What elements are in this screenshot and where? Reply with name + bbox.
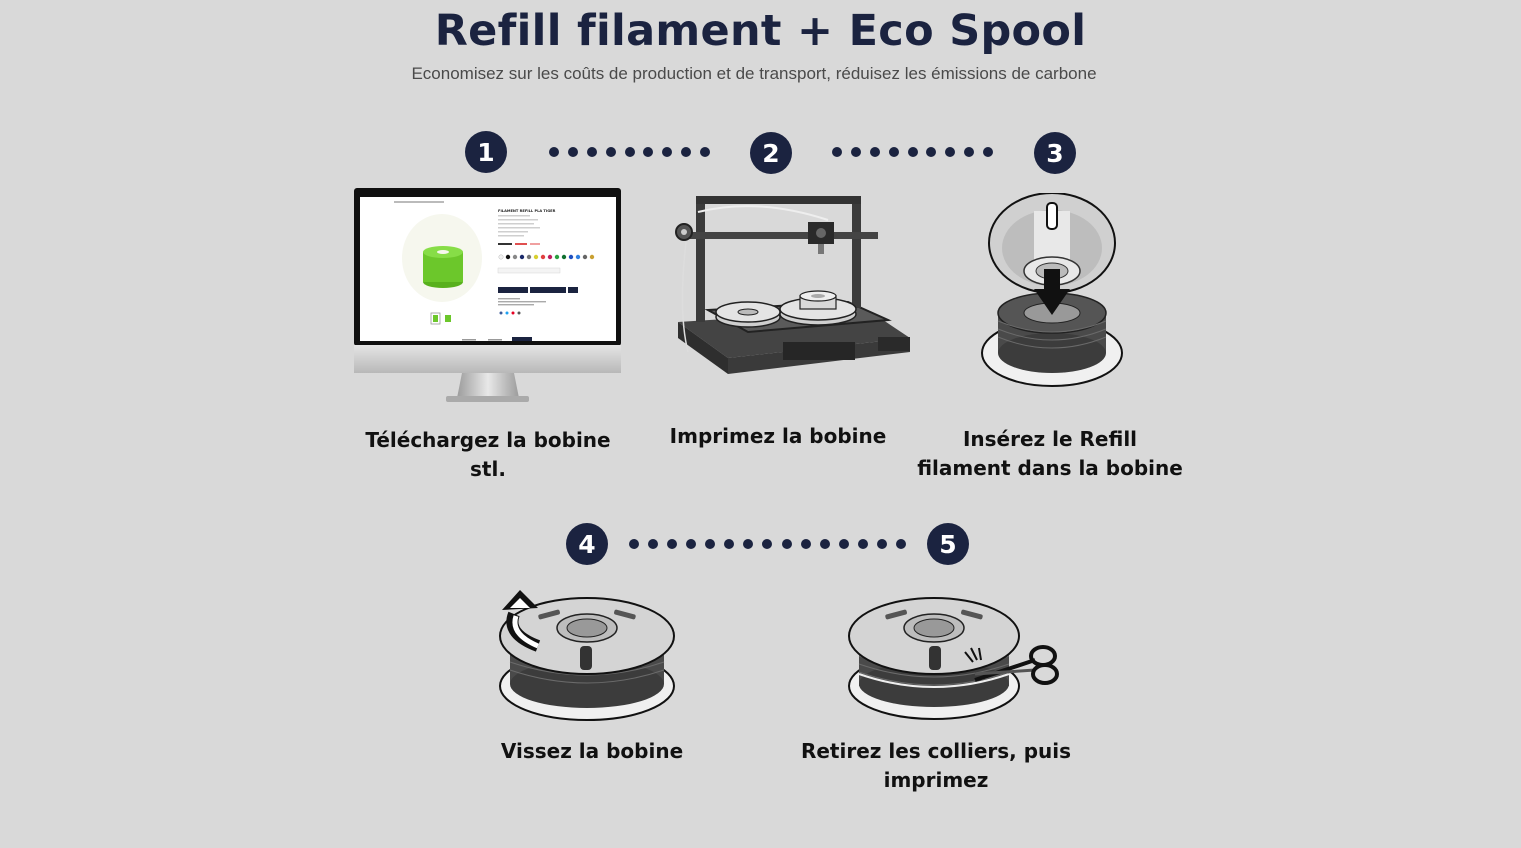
product-title: FILAMENT REFILL PLA TIGER [498, 209, 556, 213]
step-4-caption: Vissez la bobine [452, 737, 732, 766]
step-2-badge: 2 [750, 132, 792, 174]
step-5-caption: Retirez les colliers, puis imprimez [786, 737, 1086, 795]
cut-ties-illustration [847, 590, 1061, 724]
step-3-badge: 3 [1034, 132, 1076, 174]
step-3-caption-line-2: filament dans la bobine [917, 456, 1183, 480]
insert-refill-illustration [978, 193, 1126, 391]
page-subtitle: Economisez sur les coûts de production e… [411, 64, 1097, 83]
step-1-caption: Téléchargez la bobine stl. [343, 426, 633, 484]
step-5-caption-line-1: Retirez les colliers, puis [800, 739, 1072, 763]
step-1-caption-line-1: Téléchargez la bobine [365, 428, 611, 452]
connector-1-2 [549, 146, 710, 158]
monitor-illustration: FILAMENT REFILL PLA TIGER [354, 188, 622, 404]
step-1-caption-line-2: stl. [470, 457, 506, 481]
step-4-caption-line-1: Vissez la bobine [500, 739, 684, 763]
step-3-caption: Insérez le Refill filament dans la bobin… [900, 425, 1200, 483]
step-2-caption: Imprimez la bobine [638, 422, 918, 451]
page-title: Refill filament + Eco Spool [434, 6, 1087, 56]
connector-2-3 [832, 146, 993, 158]
step-4-badge: 4 [566, 523, 608, 565]
step-5-caption-line-2: imprimez [883, 768, 989, 792]
step-2-caption-line-1: Imprimez la bobine [669, 424, 887, 448]
screw-spool-illustration [496, 588, 680, 724]
connector-4-5 [629, 538, 906, 550]
printer-illustration [668, 192, 914, 378]
step-3-caption-line-1: Insérez le Refill [962, 427, 1138, 451]
step-5-badge: 5 [927, 523, 969, 565]
step-1-badge: 1 [465, 131, 507, 173]
